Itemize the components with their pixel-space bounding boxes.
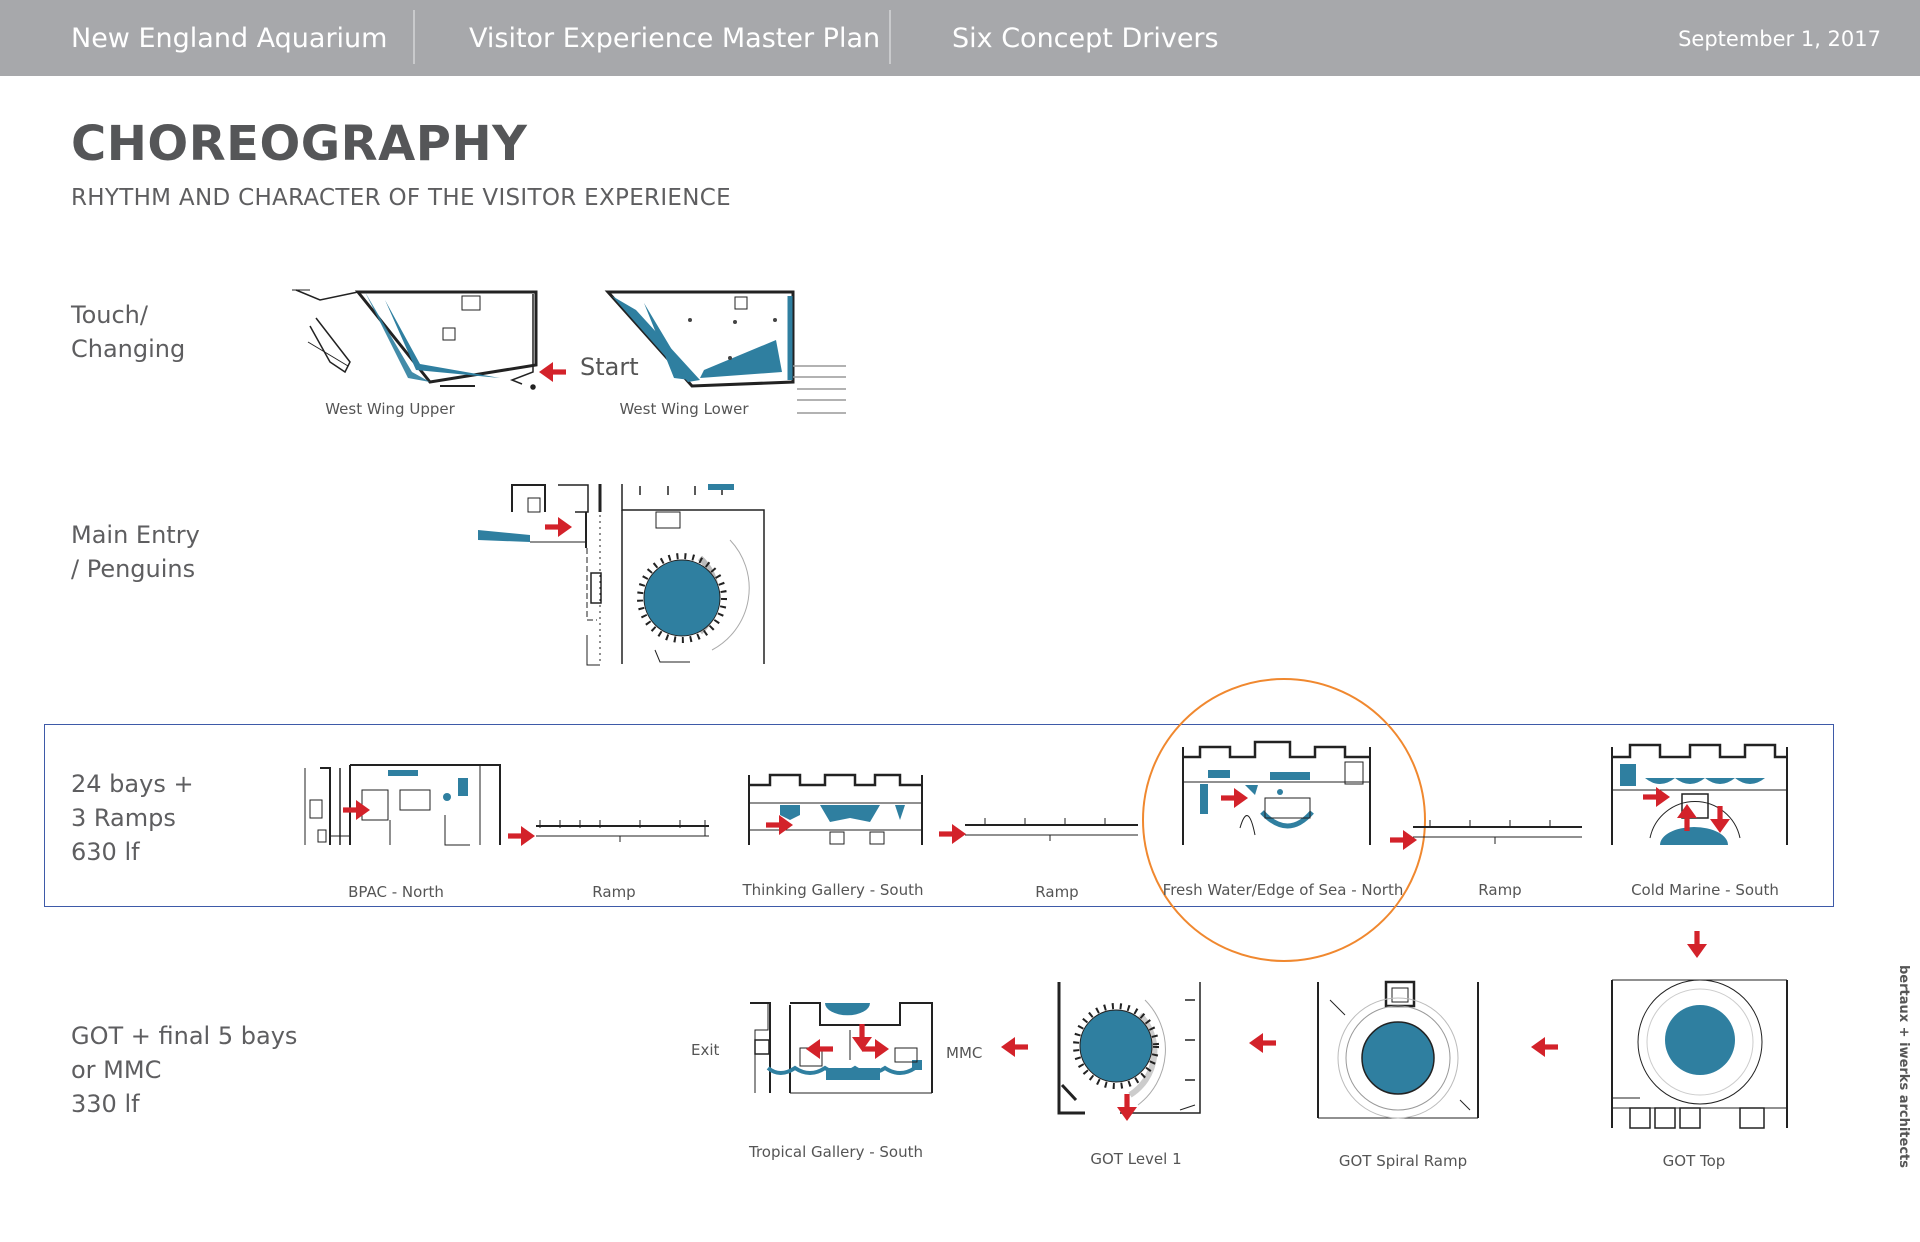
start-label: Start <box>580 353 639 381</box>
arrow-up <box>1677 804 1697 831</box>
plan-got-spiral-ramp <box>1317 980 1479 1119</box>
header-divider <box>889 10 891 64</box>
arrow-right <box>1221 788 1248 808</box>
arrow-down <box>1117 1094 1137 1121</box>
arrow-left-start <box>539 362 566 382</box>
caption-cold-marine-south: Cold Marine - South <box>1631 881 1779 899</box>
plan-fresh-water-edge-of-sea-north <box>1182 740 1371 845</box>
caption-got-top: GOT Top <box>1662 1152 1726 1170</box>
plan-thinking-gallery-south <box>748 773 923 845</box>
arrow-right <box>343 800 370 820</box>
arrow-right <box>1390 830 1417 850</box>
caption-fresh-water-edge-of-sea-north: Fresh Water/Edge of Sea - North <box>1162 881 1404 899</box>
arrow-down <box>1710 806 1730 833</box>
highlight-box <box>44 724 1834 907</box>
plan-ramp-3 <box>1413 820 1582 844</box>
header-org: New England Aquarium <box>71 23 388 54</box>
header-section: Six Concept Drivers <box>952 23 1219 54</box>
plan-ramp-2 <box>965 818 1138 841</box>
plan-ramp-1 <box>536 820 709 842</box>
plan-west-wing-upper <box>292 289 538 390</box>
arrow-right <box>939 824 966 844</box>
row-label-got-final: GOT + final 5 bays or MMC 330 lf <box>71 1022 298 1118</box>
plan-bpac-north <box>304 764 501 846</box>
caption-thinking-gallery-south: Thinking Gallery - South <box>742 881 924 899</box>
page-subtitle: RHYTHM AND CHARACTER OF THE VISITOR EXPE… <box>71 185 731 211</box>
arrow-left <box>1001 1037 1028 1057</box>
caption-ramp-3: Ramp <box>1478 881 1522 899</box>
flow-arrows <box>343 362 1730 1121</box>
caption-got-spiral-ramp: GOT Spiral Ramp <box>1338 1152 1468 1170</box>
mmc-label: MMC <box>946 1044 983 1062</box>
arrow-left <box>806 1039 833 1059</box>
header-bar: New England Aquarium Visitor Experience … <box>0 0 1920 76</box>
plan-got-top <box>1611 979 1788 1129</box>
arrow-left <box>1249 1033 1276 1053</box>
caption-ramp-1: Ramp <box>592 883 636 901</box>
arrow-right <box>545 517 572 537</box>
row-label-main-entry: Main Entry / Penguins <box>71 521 200 583</box>
arrow-left <box>1531 1037 1558 1057</box>
arrow-right <box>508 826 535 846</box>
arrow-down <box>1687 931 1707 958</box>
focus-circle <box>1142 678 1426 962</box>
plan-got-level-1 <box>1057 982 1201 1115</box>
caption-tropical-gallery-south: Tropical Gallery - South <box>748 1143 924 1161</box>
caption-west-wing-upper: West Wing Upper <box>325 400 455 418</box>
header-date: September 1, 2017 <box>1678 27 1881 51</box>
row-label-bays-ramps: 24 bays + 3 Ramps 630 lf <box>71 770 194 866</box>
plan-tropical-gallery-south <box>750 1002 933 1094</box>
caption-west-wing-lower: West Wing Lower <box>619 400 749 418</box>
caption-bpac-north: BPAC - North <box>348 883 444 901</box>
architect-credit: bertaux + iwerks architects <box>1896 965 1911 1168</box>
header-divider <box>413 10 415 64</box>
exit-label: Exit <box>691 1041 720 1059</box>
plan-west-wing-lower <box>604 290 846 414</box>
plan-main-entry-penguins <box>478 484 765 666</box>
page-title: CHOREOGRAPHY <box>71 116 528 172</box>
row-label-touch-changing: Touch/ Changing <box>71 301 186 363</box>
plan-cold-marine-south <box>1611 743 1788 845</box>
caption-got-level-1: GOT Level 1 <box>1090 1150 1182 1168</box>
header-project: Visitor Experience Master Plan <box>469 23 881 54</box>
caption-ramp-2: Ramp <box>1035 883 1079 901</box>
